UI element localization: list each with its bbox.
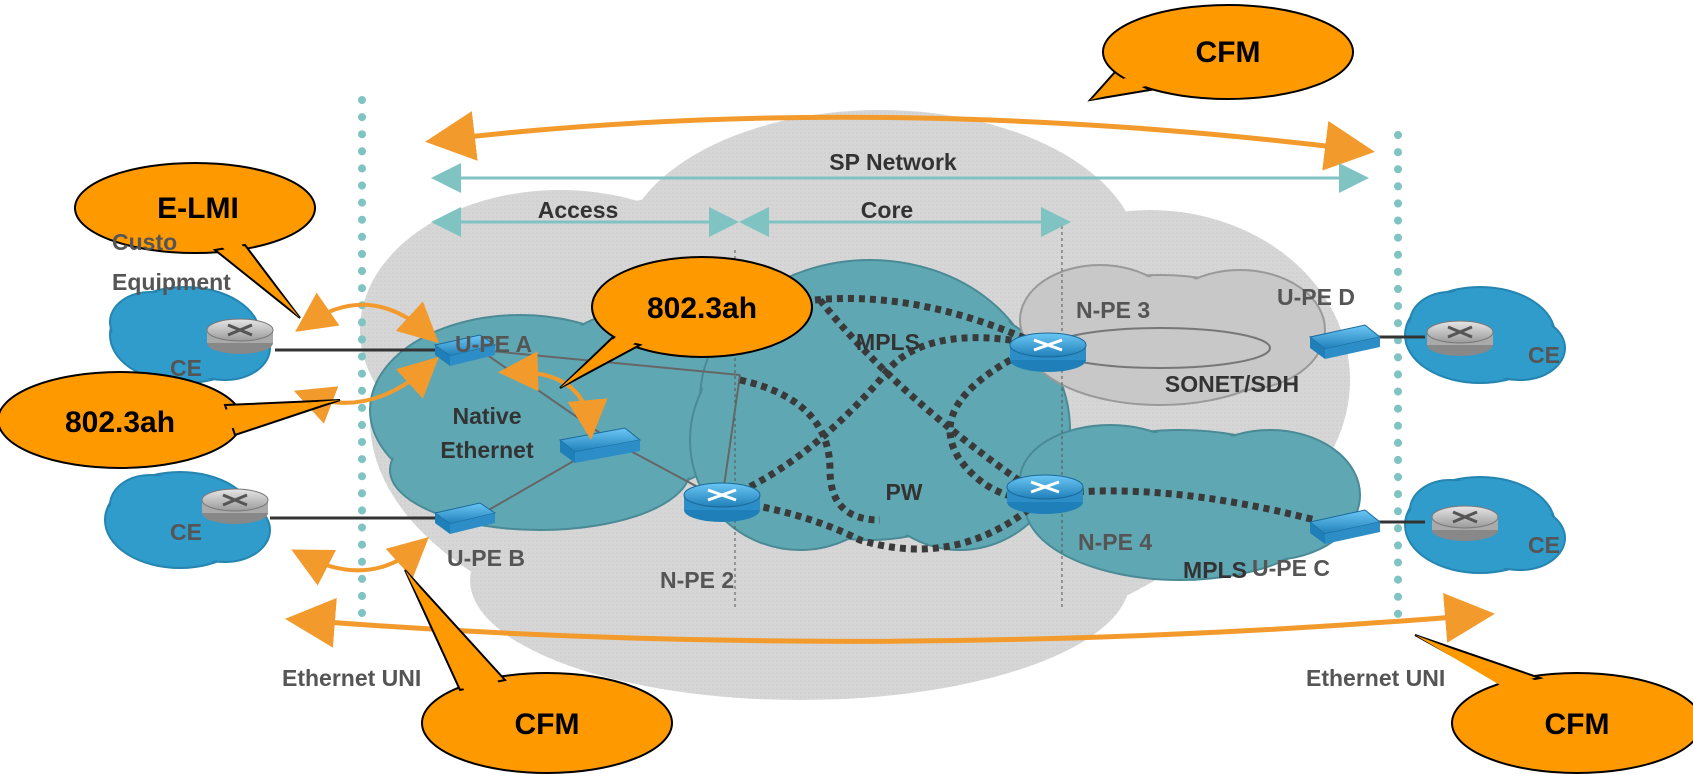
- callout-cfm-top-text: CFM: [1196, 36, 1261, 69]
- upe-d-switch: [1308, 324, 1382, 359]
- callout-cfm-bottom-right: [1414, 634, 1693, 774]
- ethernet-uni-left-label: Ethernet UNI: [282, 665, 421, 691]
- dot3ah-uni-arrow-top: [293, 356, 439, 424]
- cfm-span-arrow-top: [425, 111, 1375, 171]
- sonet-sdh-cloud: [1019, 264, 1326, 406]
- npe3-router: [1009, 332, 1087, 372]
- sonet-sdh-label: SONET/SDH: [1165, 371, 1299, 397]
- npe4-label: N-PE 4: [1078, 529, 1152, 555]
- callout-cfm-bottom-right-text: CFM: [1545, 708, 1610, 741]
- callout-cfm-bottom-left-text: CFM: [515, 708, 580, 741]
- callout-dot3ah-top-text: 802.3ah: [647, 292, 757, 325]
- ce-left-top-label: CE: [170, 355, 202, 381]
- upe-b-label: U-PE B: [447, 545, 525, 571]
- ce-right-bottom-label: CE: [1528, 532, 1560, 558]
- mpls-bottom-label: MPLS: [1183, 557, 1247, 583]
- callout-cfm-top: [1087, 4, 1354, 102]
- ce-left-bottom-label: CE: [170, 519, 202, 545]
- elmi-uni-arrow: [295, 292, 439, 344]
- upe-a-switch: [433, 334, 497, 366]
- ethernet-uni-right-label: Ethernet UNI: [1306, 665, 1445, 691]
- upe-c-switch: [1308, 509, 1382, 544]
- mpls-top-label: MPLS: [856, 329, 920, 355]
- upe-a-label: U-PE A: [455, 331, 532, 357]
- npe4-router: [1006, 474, 1084, 514]
- customer-equipment-label-line1: Custo: [112, 229, 177, 255]
- pw-label: PW: [885, 479, 922, 505]
- upe-c-label: U-PE C: [1252, 555, 1330, 581]
- upe-d-label: U-PE D: [1277, 284, 1355, 310]
- callout-elmi: [74, 162, 316, 319]
- ce-router-left-bottom: [201, 488, 269, 524]
- npe2-router: [683, 482, 761, 522]
- npe3-label: N-PE 3: [1076, 297, 1150, 323]
- callout-cfm-bottom-left: [404, 569, 673, 774]
- native-ethernet-label-line1: Native: [452, 403, 521, 429]
- ce-router-left-top: [206, 318, 274, 354]
- callout-dot3ah-left: [0, 371, 341, 469]
- pseudowire-paths: [718, 295, 1316, 553]
- uni-arrow-bottom: [291, 536, 429, 586]
- mpls-edge-cloud: [1019, 424, 1361, 581]
- customer-equipment-label-line2: Equipment: [112, 269, 231, 295]
- core-label: Core: [861, 197, 913, 223]
- cfm-span-arrow-bottom: [285, 592, 1495, 648]
- access-label: Access: [538, 197, 619, 223]
- callout-dot3ah-left-text: 802.3ah: [65, 406, 175, 439]
- ce-right-top-label: CE: [1528, 342, 1560, 368]
- ce-router-right-top: [1426, 320, 1494, 356]
- sp-network-label: SP Network: [829, 149, 957, 175]
- upe-b-switch: [433, 502, 497, 534]
- native-ethernet-label-line2: Ethernet: [440, 437, 534, 463]
- npe2-label: N-PE 2: [660, 567, 734, 593]
- ce-router-right-bottom: [1431, 505, 1499, 541]
- callout-elmi-text: E-LMI: [157, 192, 239, 225]
- callout-dot3ah-top: [559, 256, 813, 389]
